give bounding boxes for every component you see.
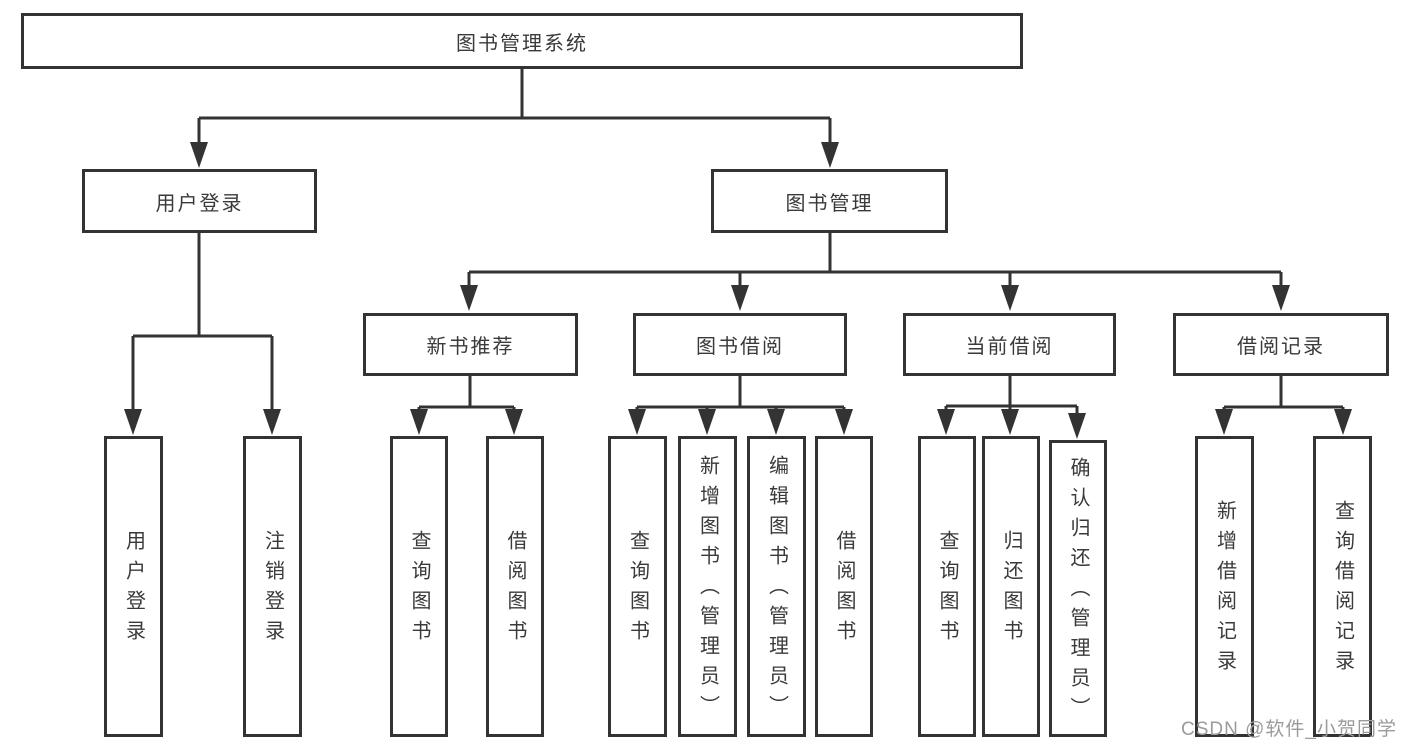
arrowhead-icon [505, 409, 523, 435]
arrowhead-icon [767, 409, 785, 435]
arrowhead-icon [1334, 409, 1352, 435]
arrowhead-icon [410, 409, 428, 435]
arrowhead-icon [190, 142, 208, 168]
node-root: 图书管理系统 [21, 13, 1023, 69]
arrowhead-icon [937, 409, 955, 435]
arrowhead-icon [835, 409, 853, 435]
arrowhead-icon [263, 409, 281, 435]
node-leaf-query-book-current: 查询图书 [918, 436, 976, 737]
node-leaf-query-borrow-record: 查询借阅记录 [1313, 436, 1372, 737]
node-leaf-edit-book-admin: 编辑图书（管理员） [747, 436, 806, 737]
connector-path-4 [635, 376, 846, 417]
connector-path-2 [467, 233, 1283, 293]
arrowhead-icon [698, 409, 716, 435]
connector-path-6 [1222, 376, 1345, 417]
arrowhead-icon [1068, 413, 1086, 439]
connector-path-0 [197, 69, 832, 150]
node-book-management: 图书管理 [711, 169, 948, 233]
arrowhead-icon [460, 285, 478, 311]
arrowhead-icon [124, 409, 142, 435]
node-new-book-recommend: 新书推荐 [363, 313, 578, 376]
node-current-borrow: 当前借阅 [903, 313, 1116, 376]
node-leaf-return-book: 归还图书 [982, 436, 1040, 737]
node-leaf-add-book-admin: 新增图书（管理员） [678, 436, 737, 737]
node-leaf-logout: 注销登录 [243, 436, 302, 737]
arrowhead-icon [1272, 285, 1290, 311]
arrowhead-icon [1001, 409, 1019, 435]
node-user-login: 用户登录 [82, 169, 317, 233]
arrowhead-icon [628, 409, 646, 435]
watermark: CSDN @软件_小贺同学 [1181, 719, 1397, 740]
connector-path-3 [417, 376, 516, 417]
arrowhead-icon [731, 285, 749, 311]
connector-path-1 [131, 233, 274, 417]
node-leaf-query-book-borrow: 查询图书 [608, 436, 667, 737]
node-leaf-confirm-return: 确认归还（管理员） [1049, 440, 1107, 737]
node-leaf-query-book-rec: 查询图书 [390, 436, 448, 737]
node-leaf-user-login: 用户登录 [104, 436, 163, 737]
node-borrow-records: 借阅记录 [1173, 313, 1389, 376]
arrowhead-icon [1215, 409, 1233, 435]
node-leaf-add-borrow-record: 新增借阅记录 [1195, 436, 1254, 737]
node-book-borrow: 图书借阅 [633, 313, 847, 376]
node-leaf-borrow-book-rec: 借阅图书 [486, 436, 544, 737]
arrowhead-icon [1001, 285, 1019, 311]
arrowhead-icon [821, 142, 839, 168]
node-leaf-borrow-book: 借阅图书 [815, 436, 873, 737]
